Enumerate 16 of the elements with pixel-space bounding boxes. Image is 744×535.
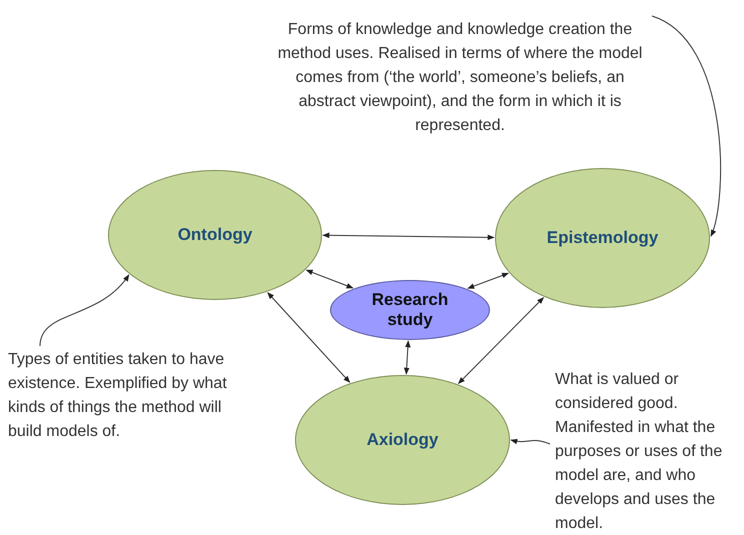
description-text: Forms of knowledge and knowledge creation the method uses. Realised in terms of where the model comes from (‘the world’, someone’s beliefs, an abstract viewpoint), and the form in which it is represented. (276, 20, 644, 136)
double-arrow (458, 297, 544, 384)
double-arrow (467, 272, 509, 289)
double-arrow (267, 292, 350, 383)
node-label: Research study (370, 290, 450, 330)
node-label: Ontology (178, 225, 252, 245)
double-arrow (306, 270, 354, 289)
leader-line (652, 16, 722, 237)
description-text: What is valued or considered good. Manifested in what the purposes or uses of the model are, and who develops and uses the model. (555, 370, 724, 534)
double-arrow (322, 232, 495, 240)
node-label: Axiology (366, 430, 438, 450)
description-text: Types of entities taken to have existence. Exemplified by what kinds of things the method will build models of. (8, 350, 228, 442)
node-label: Epistemology (546, 228, 658, 248)
leader-line (40, 274, 130, 346)
leader-line (510, 438, 550, 444)
double-arrow (404, 340, 411, 375)
